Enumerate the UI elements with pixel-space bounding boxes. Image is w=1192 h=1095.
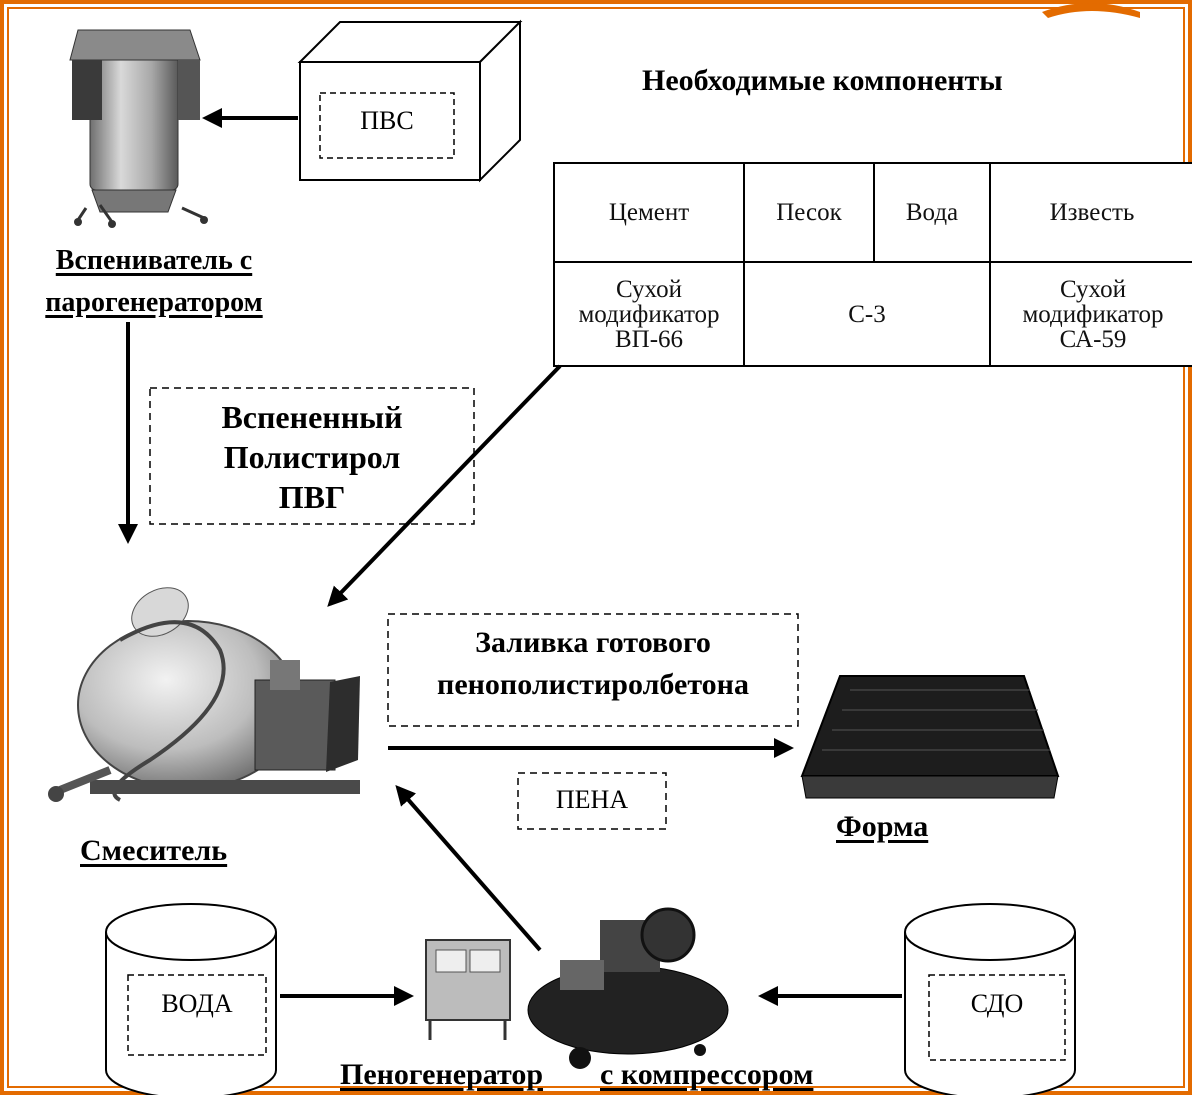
pvg-line1: Вспененный (221, 399, 403, 435)
generator-label-part1: Пеногенератор (340, 1058, 544, 1091)
water-label: ВОДА (161, 989, 233, 1018)
arrow-generator-to-mixer (395, 784, 542, 952)
pvs-label: ПВС (360, 106, 414, 135)
pvs-box (297, 19, 523, 183)
table-header-lime: Известь (1049, 199, 1135, 226)
arrow-table-to-mixer (327, 364, 562, 607)
table-header-cement: Цемент (608, 199, 690, 226)
pvg-line3: ПВГ (278, 479, 346, 515)
table-header-sand: Песок (776, 199, 842, 226)
components-title: Необходимые компоненты (642, 64, 1003, 97)
flow-arrows (118, 108, 902, 1006)
pour-line2: пенополистиролбетона (437, 668, 749, 701)
table-header-water: Вода (905, 199, 959, 226)
mixer-machine-image (48, 587, 360, 802)
pour-line1: Заливка готового (475, 626, 711, 659)
pvg-dashed-box (149, 387, 475, 525)
foam-generator-image (425, 907, 729, 1069)
corner-logo-icon (1042, 3, 1140, 18)
table-cell-sand-water: С-3 (848, 300, 886, 328)
pour-dashed-box (387, 613, 799, 727)
sdo-tank (904, 903, 1076, 1095)
foam-dashed-box (517, 772, 667, 830)
foamer-machine-image (69, 29, 208, 228)
table-cell-lime: Сухой модификатор СА-59 (1022, 275, 1164, 353)
foam-label: ПЕНА (555, 785, 629, 814)
table-cell-cement: Сухой модификатор ВП-66 (578, 275, 720, 353)
water-tank (105, 903, 277, 1095)
components-table-grid (553, 162, 1192, 367)
pvg-line2: Полистирол (223, 439, 401, 475)
foamer-label-line2: парогенератором (45, 287, 263, 318)
form-mold-image (800, 675, 1060, 799)
form-label: Форма (836, 810, 929, 843)
generator-label-part2: с компрессором (600, 1058, 814, 1091)
mixer-label: Смеситель (80, 834, 228, 867)
foamer-label-line1: Вспениватель с (55, 245, 253, 276)
sdo-label: СДО (970, 989, 1024, 1018)
